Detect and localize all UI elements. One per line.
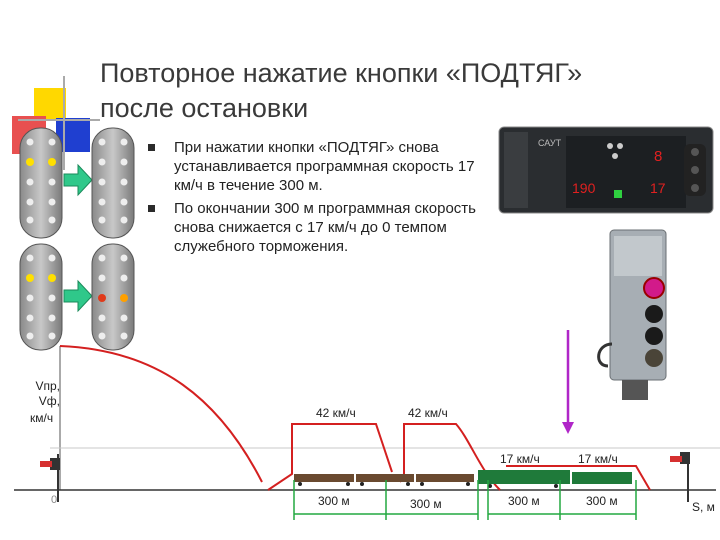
pointer-line (568, 330, 648, 424)
speed-label: 17 км/ч (500, 452, 540, 466)
signal-post-right (670, 452, 690, 502)
signal-after-1 (92, 128, 134, 238)
speed-label: 42 км/ч (408, 406, 448, 420)
distance-label: 300 м (508, 494, 540, 508)
bullet-list: При нажатии кнопки «ПОДТЯГ» снова устана… (148, 138, 493, 260)
speed-label: 17 км/ч (578, 452, 618, 466)
y-axis-label: Vпр, Vф, (30, 379, 60, 409)
speed-display-panel: САУТ (498, 126, 714, 214)
bullet-text: При нажатии кнопки «ПОДТЯГ» снова устана… (174, 139, 475, 194)
bullet-marker (148, 144, 155, 151)
distance-label: 300 м (410, 497, 442, 511)
display-left-value: 190 (572, 180, 595, 196)
slide-title: Повторное нажатие кнопки «ПОДТЯГ» после … (100, 56, 582, 126)
title-line-1: Повторное нажатие кнопки «ПОДТЯГ» (100, 56, 582, 91)
signal-illustration (8, 120, 143, 355)
signal-arrow-icon (64, 165, 92, 195)
distance-label: 300 м (318, 494, 350, 508)
display-right-top-value: 8 (654, 148, 662, 165)
title-line-2: после остановки (100, 91, 582, 126)
braking-curve (60, 346, 262, 482)
bullet-text: По окончании 300 м программная скорость … (174, 200, 476, 255)
x-axis-label: S, м (692, 500, 715, 514)
svg-text:САУТ: САУТ (538, 138, 562, 148)
speed-distance-diagram (0, 330, 720, 540)
y-axis-unit: км/ч (30, 411, 53, 425)
pointer-arrow-icon (562, 422, 574, 434)
distance-label: 300 м (586, 494, 618, 508)
bullet-item: По окончании 300 м программная скорость … (148, 199, 493, 256)
train (294, 470, 632, 488)
bullet-item: При нажатии кнопки «ПОДТЯГ» снова устана… (148, 138, 493, 195)
signal-before-1 (20, 128, 62, 238)
y-label-line-1: Vпр, (30, 379, 60, 394)
bullet-marker (148, 205, 155, 212)
display-right-bottom-value: 17 (650, 180, 666, 196)
y-label-line-2: Vф, (30, 394, 60, 409)
signal-arrow-icon (64, 281, 92, 311)
origin-label: 0 (51, 494, 57, 506)
speed-label: 42 км/ч (316, 406, 356, 420)
